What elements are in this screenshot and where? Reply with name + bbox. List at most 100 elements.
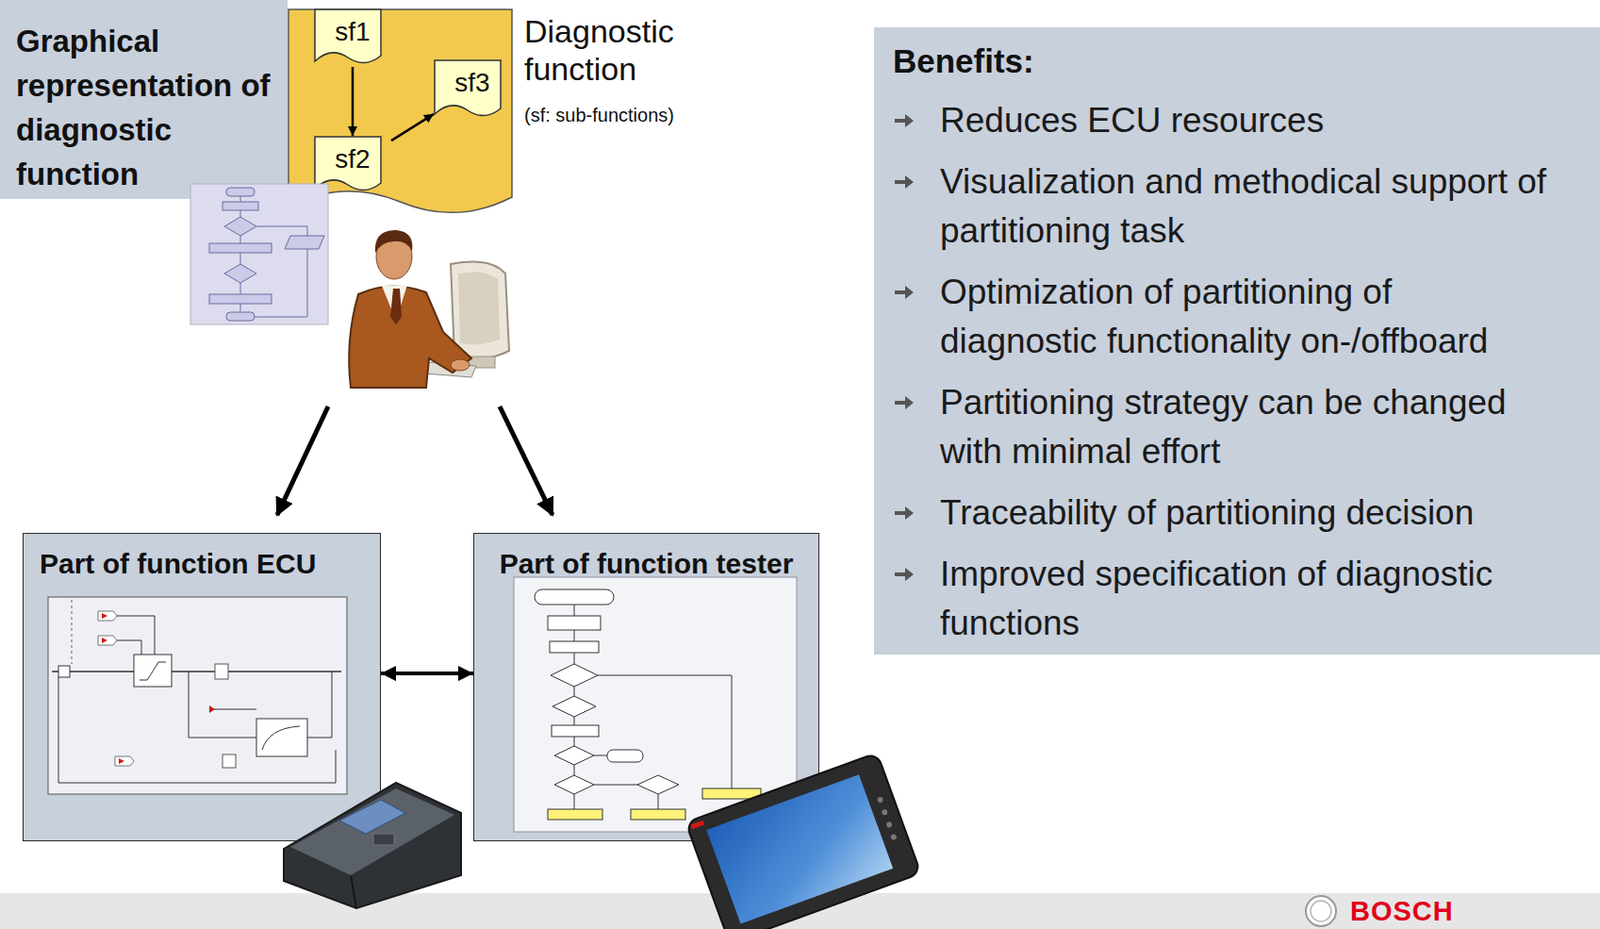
- ecu-device-picture: [339, 799, 406, 834]
- footer-band: [0, 892, 1600, 929]
- ecu-device-picture: [373, 833, 395, 845]
- person-at-computer: [375, 230, 413, 253]
- flowchart-thumbnail: [190, 183, 329, 325]
- flowchart-thumbnail: [284, 235, 325, 249]
- brand-logo-text: BOSCH: [1350, 895, 1454, 926]
- flowchart: [551, 725, 599, 737]
- ecu-device-picture: [290, 788, 455, 875]
- ecu-device-picture: [283, 782, 462, 908]
- sub-function-sheet: sf1: [313, 8, 392, 67]
- bullet-arrow: [892, 111, 916, 131]
- flowchart-thumbnail: [224, 263, 257, 283]
- flowchart: [607, 749, 644, 762]
- person-at-computer: [381, 284, 408, 321]
- logo-ring: [1310, 900, 1332, 922]
- benefit-item: Partitioning strategy can be changed wit…: [940, 378, 1553, 477]
- sub-function-label: sf3: [433, 59, 512, 107]
- benefit-item: Visualization and methodical support of …: [940, 157, 1553, 256]
- flowchart-thumbnail: [190, 183, 329, 325]
- box-title: Part of function tester: [499, 546, 794, 581]
- flowchart-thumbnail: [254, 248, 308, 317]
- flowchart-thumbnail: [240, 196, 242, 312]
- block-diagram: [222, 754, 236, 768]
- person-at-computer: [466, 356, 495, 368]
- bullet-arrow: [894, 114, 914, 128]
- bullet-arrow: [892, 282, 916, 302]
- block-diagram: [48, 596, 347, 794]
- logo-ring: [1305, 895, 1337, 926]
- block-diagram: [262, 725, 300, 750]
- sub-function-label: sf2: [313, 135, 392, 183]
- bullet-arrow: [894, 395, 914, 410]
- diagnostic-function-document: Diagnostic function(sf: sub-functions)sf…: [287, 8, 513, 220]
- block-diagram: [188, 671, 257, 738]
- block-diagram: [139, 661, 166, 680]
- bullet-arrow: [894, 567, 914, 581]
- assignment-arrow: [277, 406, 329, 515]
- flowchart-thumbnail: [226, 312, 255, 321]
- block-diagram: [209, 705, 215, 713]
- bullet-arrow: [892, 503, 916, 523]
- ecu-device-picture: [283, 782, 462, 908]
- flowchart: [637, 775, 679, 794]
- flowchart-thumbnail: [209, 243, 272, 253]
- block-diagram: [48, 596, 347, 794]
- block-diagram: [101, 612, 108, 619]
- flowchart-thumbnail: [256, 226, 308, 236]
- flowchart: [593, 784, 638, 786]
- flowchart: [702, 788, 761, 799]
- block-diagram: [116, 640, 142, 655]
- bullet-arrow: [894, 506, 914, 520]
- tablet-tester-picture: [876, 795, 885, 804]
- tablet-tester-picture: [685, 752, 921, 929]
- tester-part-box: Part of function tester: [473, 532, 820, 842]
- flowchart-thumbnail: [224, 216, 257, 236]
- flowchart: [552, 695, 596, 717]
- benefit-item: Optimization of partitioning of diagnost…: [940, 267, 1553, 366]
- benefits-heading: Benefits:: [892, 40, 1600, 83]
- box-title: Part of function ECU: [39, 546, 316, 581]
- abbreviation-note: (sf: sub-functions): [524, 103, 713, 127]
- block-diagram: [256, 718, 308, 757]
- person-at-computer: [400, 360, 477, 378]
- exchange-arrow: [380, 671, 474, 676]
- person-at-computer: [348, 285, 472, 388]
- block-diagram: [71, 599, 73, 664]
- document-outline: [288, 9, 512, 213]
- block-diagram: [214, 663, 229, 679]
- benefit-item: Reduces ECU resources: [940, 96, 1553, 146]
- block-diagram: [115, 756, 134, 766]
- flowchart: [597, 675, 732, 789]
- flow-arrow: [391, 114, 434, 141]
- block-diagram: [101, 637, 108, 644]
- person-at-computer: [348, 230, 510, 388]
- sub-function-label: sf1: [313, 8, 392, 56]
- bullet-arrow: [894, 175, 914, 189]
- flowchart-thumbnail: [226, 187, 255, 197]
- person-at-computer: [458, 271, 500, 345]
- block-diagram: [116, 615, 155, 655]
- flowchart-thumbnail: [209, 294, 272, 304]
- tablet-tester-picture: [885, 821, 893, 829]
- flowchart: [534, 589, 614, 605]
- person-at-computer: [450, 262, 510, 360]
- ecu-part-box: Part of function ECU: [22, 532, 381, 842]
- block-diagram: [133, 654, 172, 687]
- flowchart: [574, 604, 576, 809]
- tablet-tester-picture: [706, 774, 893, 924]
- tablet-tester-picture: [880, 808, 889, 816]
- assignment-arrow: [499, 406, 553, 515]
- flowchart: [549, 641, 599, 653]
- bullet-arrow: [892, 564, 916, 584]
- block-diagram: [118, 758, 125, 764]
- heading-band: Graphical representation of diagnostic f…: [0, 0, 288, 199]
- person-at-computer: [390, 288, 402, 325]
- flowchart: [513, 577, 797, 832]
- heading-text: Graphical representation of diagnostic f…: [0, 0, 288, 197]
- block-diagram: [98, 610, 117, 621]
- flowchart: [658, 793, 660, 809]
- block-diagram: [213, 709, 257, 710]
